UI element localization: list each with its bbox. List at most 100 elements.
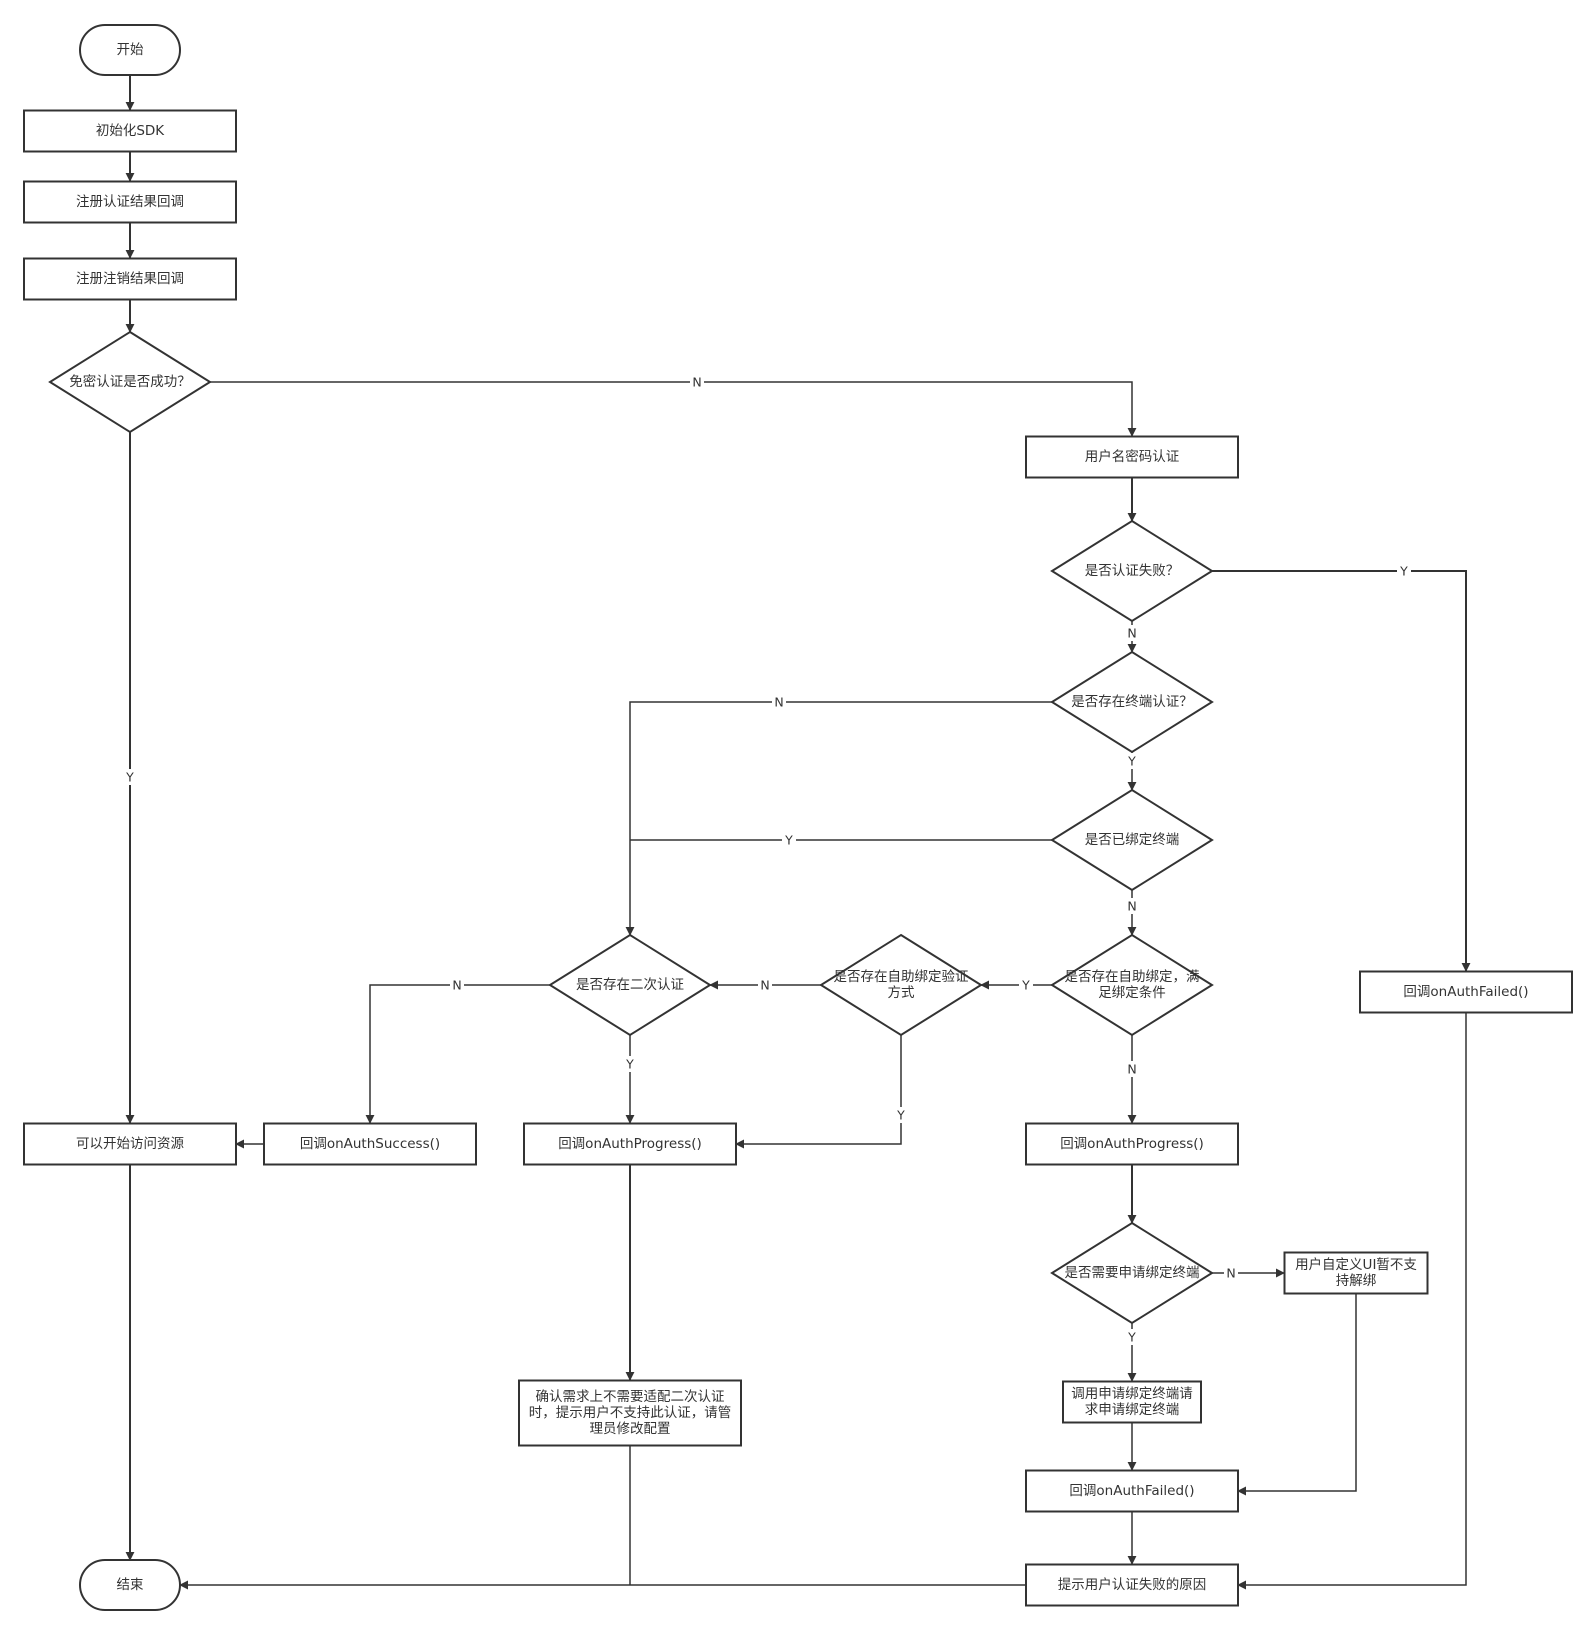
process-shape	[263, 1122, 477, 1166]
edges-layer	[125, 75, 1471, 1590]
edge-label-background	[1125, 1329, 1139, 1345]
edge-label-text: N	[1127, 1062, 1136, 1077]
decision-shape	[48, 330, 212, 434]
node-label: 是否存在自助绑定，满足绑定条件	[1065, 969, 1200, 1001]
node-label: 免密认证是否成功？	[69, 373, 191, 390]
edge-label: N	[758, 977, 772, 993]
node-progress-mid: 回调onAuthProgress()	[523, 1122, 737, 1166]
process-shape	[1283, 1251, 1429, 1295]
edge-custom_ui-to-failed_bottom	[1237, 1294, 1357, 1496]
node-label: 初始化SDK	[96, 122, 165, 139]
edge-sso_ok-to-pwd_auth	[210, 381, 1137, 437]
node-second-auth: 是否存在二次认证	[548, 933, 712, 1037]
process-shape	[1025, 1563, 1239, 1607]
node-start: 开始	[79, 24, 181, 76]
node-success: 回调onAuthSuccess()	[263, 1122, 477, 1166]
edge-label-background	[782, 832, 796, 848]
edge-self_bind_verify-to-progress_mid	[735, 1035, 902, 1149]
edge-label-background	[772, 694, 786, 710]
node-label: 是否需要申请绑定终端	[1065, 1265, 1200, 1281]
node-label: 是否认证失败？	[1085, 563, 1180, 579]
node-access: 可以开始访问资源	[23, 1122, 237, 1166]
edge-label-text: Y	[1127, 1330, 1136, 1345]
node-label: 是否存在二次认证	[576, 977, 684, 993]
node-confirm: 确认需求上不需要适配二次认证时，提示用户不支持此认证，请管理员修改配置	[518, 1379, 742, 1447]
edge-label: Y	[894, 1107, 908, 1123]
node-bound: 是否已绑定终端	[1050, 788, 1214, 892]
decision-shape	[1050, 650, 1214, 754]
edge-label: N	[1224, 1265, 1238, 1281]
node-reg-auth-cb: 注册认证结果回调	[23, 180, 237, 224]
edge-label-text: N	[1127, 626, 1136, 641]
edge-label-text: Y	[125, 770, 134, 785]
edge-label-text: Y	[1399, 564, 1408, 579]
node-label: 是否存在终端认证？	[1071, 694, 1193, 710]
node-label: 回调onAuthSuccess()	[300, 1136, 440, 1152]
node-reg-logout-cb: 注册注销结果回调	[23, 257, 237, 301]
edge-label-background	[1019, 977, 1033, 993]
node-label: 是否已绑定终端	[1085, 832, 1180, 848]
node-label: 开始	[117, 42, 144, 58]
edge-label: N	[450, 977, 464, 993]
edge-label-background	[623, 1056, 637, 1072]
edge-second_auth-to-success	[365, 984, 550, 1124]
node-progress-right: 回调onAuthProgress()	[1025, 1122, 1239, 1166]
edge-auth_fail-to-failed_right	[1212, 570, 1471, 972]
nodes-layer: 开始初始化SDK注册认证结果回调注册注销结果回调免密认证是否成功？用户名密码认证…	[23, 24, 1573, 1611]
edge-label-text: Y	[784, 833, 793, 848]
node-label: 调用申请绑定终端请求申请绑定终端	[1071, 1386, 1193, 1418]
node-label: 回调onAuthProgress()	[558, 1136, 702, 1152]
edge-label-background	[1397, 563, 1411, 579]
node-label: 用户自定义UI暂不支持解绑	[1295, 1256, 1417, 1289]
terminal-shape	[79, 1559, 181, 1611]
node-failed-right: 回调onAuthFailed()	[1359, 970, 1573, 1014]
node-label: 提示用户认证失败的原因	[1058, 1576, 1207, 1593]
decision-shape	[819, 933, 983, 1037]
process-shape	[1025, 1469, 1239, 1513]
node-show-reason: 提示用户认证失败的原因	[1025, 1563, 1239, 1607]
edge-label-text: N	[1127, 899, 1136, 914]
process-shape	[23, 180, 237, 224]
node-sso-ok: 免密认证是否成功？	[48, 330, 212, 434]
process-shape	[23, 257, 237, 301]
node-label: 是否存在自助绑定验证方式	[834, 969, 969, 1001]
edge-label: Y	[782, 832, 796, 848]
edge-label-background	[1125, 753, 1139, 769]
edge-label-text: Y	[625, 1057, 634, 1072]
edge-label: Y	[623, 1056, 637, 1072]
node-failed-bottom: 回调onAuthFailed()	[1025, 1469, 1239, 1513]
node-self-bind-verify: 是否存在自助绑定验证方式	[819, 933, 983, 1037]
decision-shape	[1050, 1221, 1214, 1325]
edge-label-text: N	[452, 978, 461, 993]
node-label: 回调onAuthFailed()	[1069, 1483, 1194, 1499]
process-shape	[523, 1122, 737, 1166]
edge-label: Y	[1397, 563, 1411, 579]
edge-label-background	[1125, 1061, 1139, 1077]
node-custom-ui: 用户自定义UI暂不支持解绑	[1283, 1251, 1429, 1295]
process-shape	[1359, 970, 1573, 1014]
edge-label-background	[123, 769, 137, 785]
edge-label-background	[690, 374, 704, 390]
edge-label-background	[1224, 1265, 1238, 1281]
node-label: 确认需求上不需要适配二次认证时，提示用户不支持此认证，请管理员修改配置	[529, 1389, 732, 1437]
edge-label: N	[1125, 625, 1139, 641]
decision-shape	[1050, 933, 1214, 1037]
node-label: 可以开始访问资源	[76, 1136, 184, 1152]
node-label: 回调onAuthFailed()	[1403, 984, 1528, 1000]
node-init-sdk: 初始化SDK	[23, 109, 237, 153]
edge-label-background	[1125, 625, 1139, 641]
decision-shape	[548, 933, 712, 1037]
edge-label: Y	[1125, 753, 1139, 769]
process-shape	[1025, 435, 1239, 479]
node-label: 结束	[117, 1577, 144, 1593]
terminal-shape	[79, 24, 181, 76]
edge-label: N	[1125, 1061, 1139, 1077]
edge-failed_right-to-show_reason	[1237, 1013, 1467, 1590]
edge-label-background	[450, 977, 464, 993]
edge-label: N	[1125, 898, 1139, 914]
edge-label: Y	[123, 769, 137, 785]
edge-label: Y	[1019, 977, 1033, 993]
node-call-apply: 调用申请绑定终端请求申请绑定终端	[1062, 1380, 1202, 1424]
